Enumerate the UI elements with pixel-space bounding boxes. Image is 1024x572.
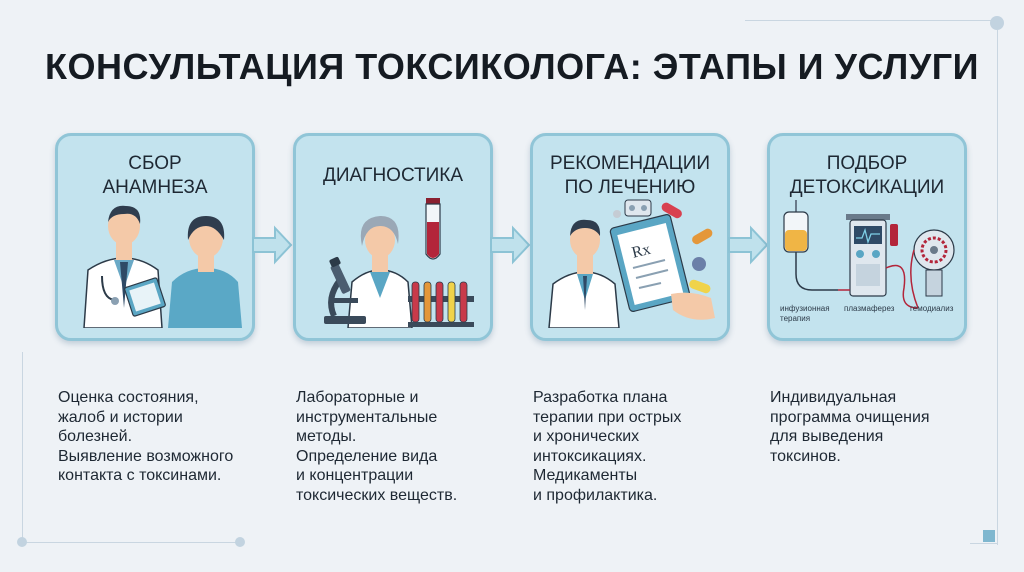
arrow-right-icon [490,225,531,265]
doctor-icon [83,205,163,328]
test-tube-rack-icon [408,281,474,327]
detox-label-plasmapheresis: плазмаферез [844,304,895,313]
decor-dot [235,537,245,547]
decor-line [970,543,998,544]
decor-line [22,352,23,542]
hand-icon [671,292,715,320]
microscope-icon [324,256,366,324]
clipboard-icon: Rx [609,214,691,312]
doctor-icon [548,219,620,328]
page-title: КОНСУЛЬТАЦИЯ ТОКСИКОЛОГА: ЭТАПЫ И УСЛУГИ [44,46,979,87]
plasmapheresis-machine-icon [838,214,919,309]
dialysis-machine-icon [910,229,955,309]
detox-label-hemodialysis: гемодиализ [910,304,954,313]
step-description: Оценка состояния, жалоб и истории болезн… [58,389,234,484]
step-title: ПОДБОР ДЕТОКСИКАЦИИ [789,153,945,198]
iv-bag-icon [783,200,838,291]
diagnostics-illustration [324,198,474,328]
step-description: Индивидуальная программа очищения для вы… [770,389,930,465]
rx-label: Rx [630,241,652,262]
decor-dot [17,537,27,547]
clipboard-icon [124,277,166,317]
decor-line [745,20,995,21]
decor-line [22,542,242,543]
step-title: РЕКОМЕНДАЦИИ ПО ЛЕЧЕНИЮ [549,153,711,198]
decor-dot [990,16,1004,30]
step-description: Разработка плана терапии при острых и хр… [533,389,682,504]
step-description: Лабораторные и инструментальные методы. … [296,389,458,504]
decor-square [983,530,995,542]
doctor-icon [347,216,413,328]
test-tube-icon [425,198,441,260]
treatment-illustration: Rx [548,199,715,328]
step-card-anamnesis: СБОР АНАМНЕЗА [55,133,255,341]
step-title: ДИАГНОСТИКА [322,165,464,186]
step-card-treatment: РЕКОМЕНДАЦИИ ПО ЛЕЧЕНИЮ Rx [530,133,730,341]
anamnesis-illustration [83,205,242,328]
arrow-right-icon [252,225,293,265]
arrow-right-icon [728,225,769,265]
step-title: СБОР АНАМНЕЗА [102,153,208,198]
step-card-detox: ПОДБОР ДЕТОКСИКАЦИИ инфузионна [767,133,967,341]
step-card-diagnostics: ДИАГНОСТИКА [293,133,493,341]
pill-icon [613,199,713,294]
patient-icon [168,216,242,328]
decor-line [997,30,998,545]
